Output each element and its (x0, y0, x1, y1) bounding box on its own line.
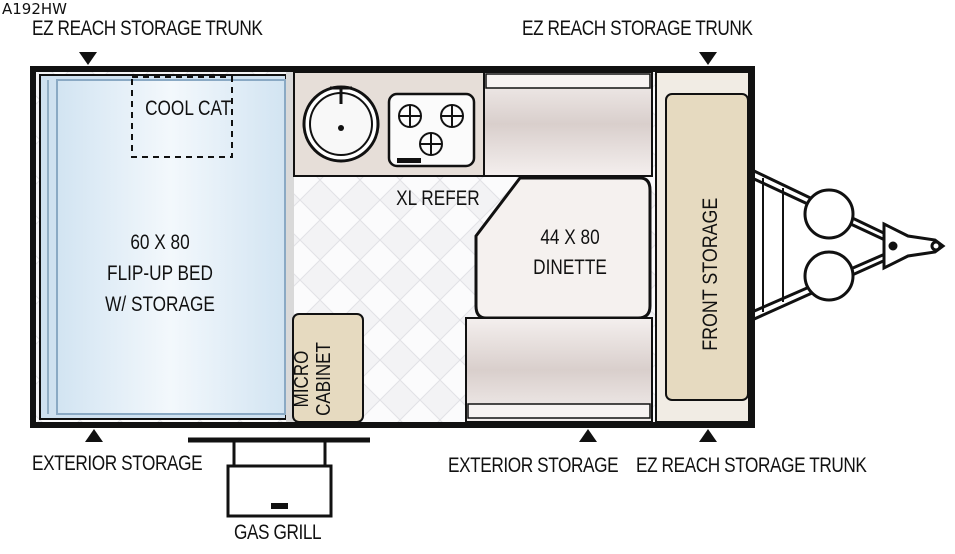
label-top-right-trunk: EZ REACH STORAGE TRUNK (522, 17, 753, 40)
trailer-hitch (751, 168, 946, 322)
dinette-bench-top (483, 71, 653, 177)
exterior-storage-mid-arrow-icon (579, 429, 597, 442)
front-storage-label: FRONT STORAGE (699, 197, 722, 351)
dinette-label: DINETTE (533, 256, 607, 279)
top-left-trunk-arrow-icon (79, 52, 97, 65)
micro-cabinet-label: MICRO CABINET (291, 332, 335, 426)
label-top-left-trunk: EZ REACH STORAGE TRUNK (32, 17, 263, 40)
label-bottom-right-trunk: EZ REACH STORAGE TRUNK (636, 454, 867, 477)
model-number: A192HW (2, 0, 68, 18)
bottom-right-trunk-arrow-icon (699, 429, 717, 442)
cooler-label: COOL CAT (145, 97, 232, 120)
front-storage-cabinet (665, 93, 749, 401)
micro-label-line2: CABINET (313, 342, 335, 416)
dinette-size-label: 44 X 80 (540, 226, 600, 249)
label-exterior-storage-mid: EXTERIOR STORAGE (448, 454, 619, 477)
bed-type-label: FLIP-UP BED (107, 262, 213, 285)
top-right-trunk-arrow-icon (699, 52, 717, 65)
bed-storage-label: W/ STORAGE (105, 293, 215, 316)
label-gas-grill: GAS GRILL (234, 521, 322, 544)
bed-size-label: 60 X 80 (130, 231, 190, 254)
micro-cabinet (292, 313, 364, 423)
exterior-storage-left-arrow-icon (85, 429, 103, 442)
dinette-table (474, 176, 652, 320)
cooler-outline (131, 76, 233, 158)
label-exterior-storage-left: EXTERIOR STORAGE (32, 452, 203, 475)
refer-label: XL REFER (396, 187, 480, 210)
micro-label-line1: MICRO (291, 350, 313, 408)
